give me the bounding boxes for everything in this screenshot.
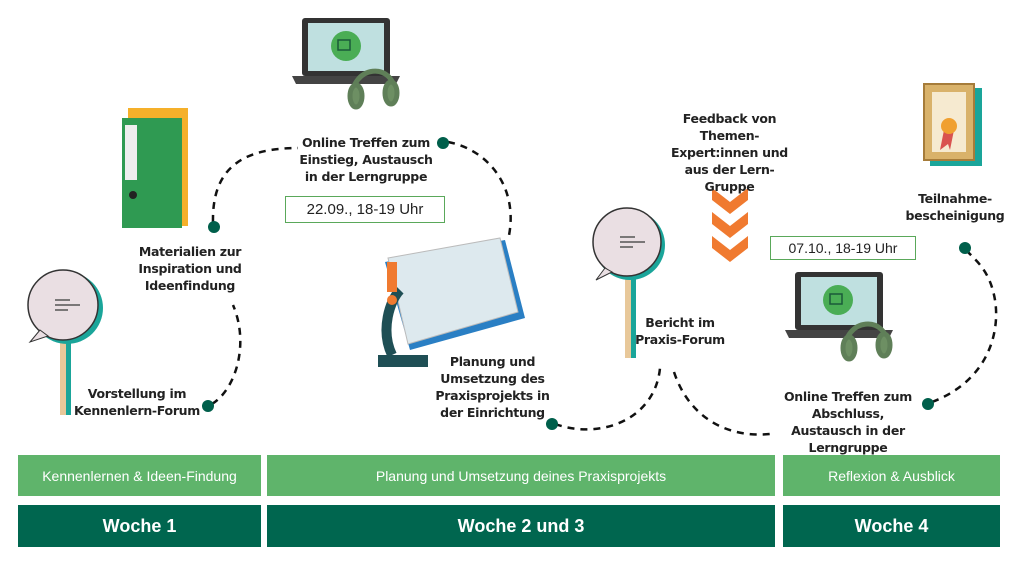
- date-online-einstieg: 22.09., 18-19 Uhr: [285, 196, 445, 223]
- dot-materialien: [208, 221, 220, 233]
- date-online-abschluss: 07.10., 18-19 Uhr: [770, 236, 916, 260]
- certificate-frame-icon: [923, 83, 982, 166]
- phase-kennenlernen: Kennenlernen & Ideen-Findung: [18, 455, 261, 496]
- speech-bubble-sign-icon: [27, 269, 103, 415]
- headphones-icon: [347, 68, 400, 110]
- dot-vorstellung: [202, 400, 214, 412]
- dot-teilnahme: [959, 242, 971, 254]
- phase-reflexion: Reflexion & Ausblick: [783, 455, 1000, 496]
- step-teilnahme: Teilnahme-bescheinigung: [905, 191, 1005, 223]
- step-online-einstieg: Online Treffen zum Einstieg, Austausch i…: [299, 135, 433, 184]
- microscope-icon: [378, 262, 428, 367]
- dot-planung: [546, 418, 558, 430]
- dot-online-einstieg: [437, 137, 449, 149]
- week-4: Woche 4: [783, 505, 1000, 547]
- step-bericht: Bericht im Praxis-Forum: [635, 315, 725, 347]
- week-1: Woche 1: [18, 505, 261, 547]
- laptop-video-call-icon: [785, 272, 893, 338]
- headphones-icon: [840, 321, 893, 362]
- binder-icon: [122, 108, 188, 228]
- dot-online-abschluss: [922, 398, 934, 410]
- step-materialien: Materialien zur Inspiration und Ideenfin…: [138, 244, 242, 293]
- phase-planung: Planung und Umsetzung deines Praxisproje…: [267, 455, 775, 496]
- step-online-abschluss: Online Treffen zum Abschluss, Austausch …: [783, 389, 913, 455]
- laptop-video-call-icon: [292, 18, 400, 84]
- step-vorstellung: Vorstellung im Kennenlern-Forum: [73, 386, 201, 418]
- chevrons-down-icon: [712, 188, 748, 262]
- speech-bubble-sign-icon: [592, 207, 665, 358]
- step-planung: Planung und Umsetzung des Praxisprojekts…: [435, 354, 550, 420]
- notebook-icon: [385, 237, 525, 350]
- step-feedback: Feedback von Themen-Expert:innen und aus…: [671, 111, 788, 194]
- week-2-3: Woche 2 und 3: [267, 505, 775, 547]
